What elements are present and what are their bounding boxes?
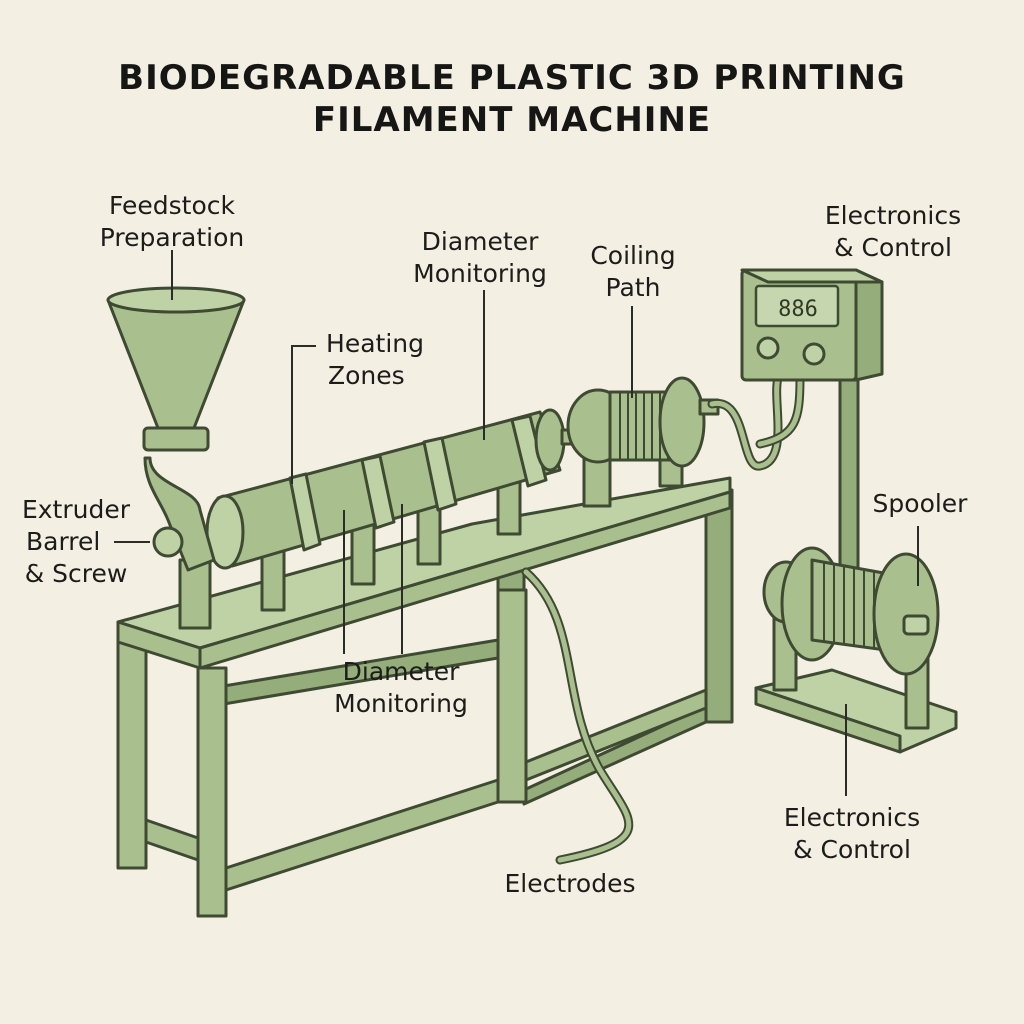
leader-heating — [291, 345, 316, 484]
control-box-post — [838, 378, 860, 592]
spool-axle — [902, 614, 930, 636]
label-electronics-control-bottom: Electronics& Control — [783, 803, 921, 864]
control-knob-left[interactable] — [756, 336, 780, 360]
control-box-top — [740, 268, 884, 284]
spool-flange-front — [872, 552, 940, 676]
control-knob-right[interactable] — [802, 342, 826, 366]
label-electronics-control-top: Electronics& Control — [824, 201, 962, 262]
page-title-line1: BIODEGRADABLE PLASTIC 3D PRINTING — [118, 58, 906, 98]
table-lower-rail-side — [144, 818, 200, 862]
spooler-assembly — [754, 546, 958, 754]
spooler-base-front — [754, 686, 902, 754]
hopper-column — [178, 558, 212, 630]
leader-lines — [114, 250, 919, 796]
control-box — [740, 268, 884, 592]
feed-hopper — [106, 286, 246, 572]
table-back-leg-right — [704, 488, 734, 724]
heating-band-3 — [422, 436, 458, 512]
cables — [521, 373, 805, 865]
hopper-collar — [142, 426, 210, 452]
barrel-side-port — [152, 526, 184, 558]
digital-display — [754, 284, 840, 328]
table-lower-rail-right — [524, 688, 708, 782]
heating-band-2 — [360, 454, 396, 530]
table-top-edge-front — [198, 490, 732, 670]
barrel-nozzle-flange — [534, 408, 566, 472]
table-lower-rail — [224, 778, 500, 892]
label-electrodes: Electrodes — [504, 869, 636, 898]
control-box-side — [854, 268, 884, 382]
coiling-path-assembly — [566, 376, 720, 508]
display-readout: 886 — [778, 297, 818, 322]
hopper-rim — [106, 286, 246, 314]
heating-band-4 — [510, 414, 548, 488]
coil-flange-right — [658, 376, 706, 468]
heating-band-1 — [288, 472, 322, 552]
label-spooler: Spooler — [872, 489, 968, 518]
hopper-funnel — [106, 298, 246, 430]
feed-elbow — [143, 456, 216, 572]
table-front-leg-right — [496, 588, 528, 804]
extruder-barrel — [205, 408, 586, 570]
control-cable-a — [707, 373, 783, 471]
table-front-leg-left — [116, 638, 148, 870]
table-front-leg-mid — [196, 666, 228, 918]
page-title-line2: FILAMENT MACHINE — [312, 100, 712, 140]
